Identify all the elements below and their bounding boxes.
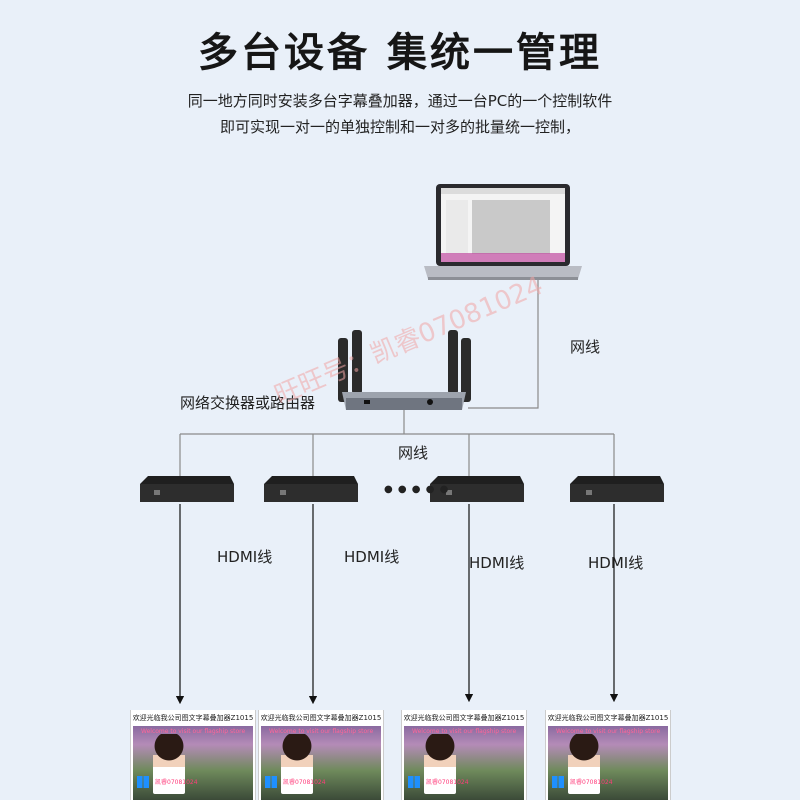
- windows-icon: [137, 776, 149, 788]
- screen-caption: 欢迎光临我公司图文字幕叠加器Z1015: [131, 710, 255, 726]
- cable-label-devices: 网线: [398, 444, 429, 462]
- screen-bottom-text: 凯睿07081024: [155, 779, 198, 786]
- hdmi-label-3: HDMI线: [469, 554, 525, 572]
- screen-scroll-text: Welcome to visit our flagship store: [556, 728, 661, 735]
- output-screen-4: 欢迎光临我公司图文字幕叠加器Z1015 Welcome to visit our…: [545, 710, 671, 800]
- screen-photo: [548, 726, 668, 800]
- screen-bottom-text: 凯睿07081024: [283, 779, 326, 786]
- switch-label: 网络交换器或路由器: [180, 394, 316, 412]
- screen-scroll-text: Welcome to visit our flagship store: [141, 728, 246, 735]
- screen-scroll-text: Welcome to visit our flagship store: [269, 728, 374, 735]
- overlay-device-1: [140, 476, 234, 502]
- screen-photo: [404, 726, 524, 800]
- cable-label-pc: 网线: [570, 338, 601, 356]
- hdmi-label-2: HDMI线: [344, 548, 400, 566]
- screen-photo: [133, 726, 253, 800]
- hdmi-label-4: HDMI线: [588, 554, 644, 572]
- cable-pc-router: [468, 280, 539, 409]
- router-icon: [338, 330, 471, 410]
- laptop-icon: [424, 184, 582, 280]
- overlay-device-4: [570, 476, 664, 502]
- person-image: [153, 734, 185, 794]
- windows-icon: [408, 776, 420, 788]
- person-image: [424, 734, 456, 794]
- screen-scroll-text: Welcome to visit our flagship store: [412, 728, 517, 735]
- overlay-device-3: [430, 476, 524, 502]
- person-image: [281, 734, 313, 794]
- overlay-device-2: [264, 476, 358, 502]
- screen-photo: [261, 726, 381, 800]
- screen-bottom-text: 凯睿07081024: [570, 779, 613, 786]
- output-screen-2: 欢迎光临我公司图文字幕叠加器Z1015 Welcome to visit our…: [258, 710, 384, 800]
- ellipsis-dots: ● ● ● ● ●: [384, 484, 450, 495]
- windows-icon: [265, 776, 277, 788]
- windows-icon: [552, 776, 564, 788]
- screen-caption: 欢迎光临我公司图文字幕叠加器Z1015: [402, 710, 526, 726]
- screen-bottom-text: 凯睿07081024: [426, 779, 469, 786]
- output-screen-1: 欢迎光临我公司图文字幕叠加器Z1015 Welcome to visit our…: [130, 710, 256, 800]
- subtitle-line-2: 即可实现一对一的单独控制和一对多的批量统一控制，: [219, 118, 580, 136]
- subtitle-line-1: 同一地方同时安装多台字幕叠加器，通过一台PC的一个控制软件: [187, 92, 613, 110]
- hdmi-label-1: HDMI线: [217, 548, 273, 566]
- page-title: 多台设备 集统一管理: [198, 30, 602, 76]
- screen-caption: 欢迎光临我公司图文字幕叠加器Z1015: [546, 710, 670, 726]
- output-screen-3: 欢迎光临我公司图文字幕叠加器Z1015 Welcome to visit our…: [401, 710, 527, 800]
- person-image: [568, 734, 600, 794]
- screen-caption: 欢迎光临我公司图文字幕叠加器Z1015: [259, 710, 383, 726]
